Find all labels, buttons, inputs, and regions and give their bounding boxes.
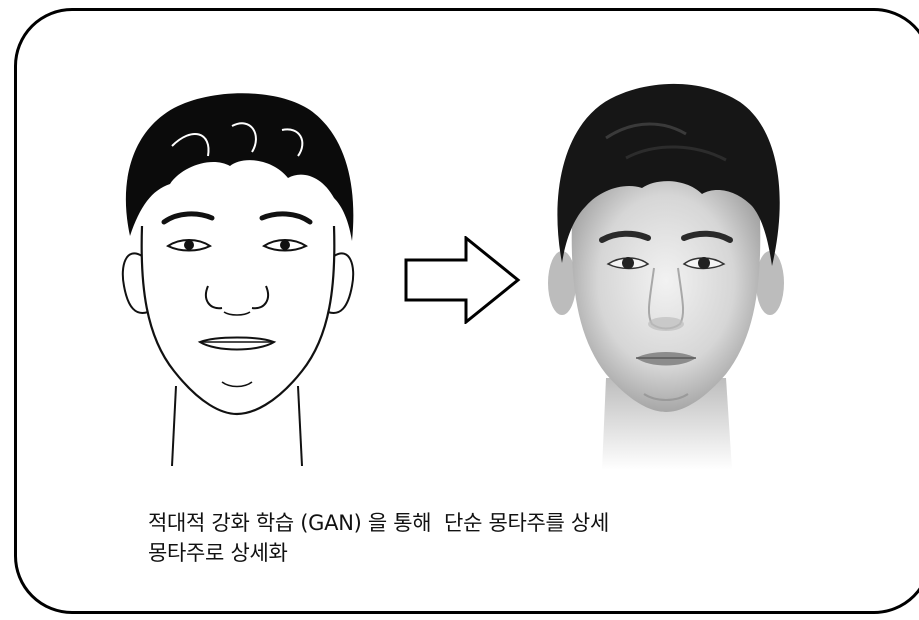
sketch-face-icon: [121, 93, 355, 467]
caption: 적대적 강화 학습 (GAN) 을 통해 단순 몽타주를 상세 몽타주로 상세화: [148, 508, 848, 568]
arrow-right-icon: [404, 236, 521, 324]
realistic-face-icon: [548, 83, 784, 470]
caption-line-1: 적대적 강화 학습 (GAN) 을 통해 단순 몽타주를 상세: [148, 511, 609, 535]
caption-line-2: 몽타주로 상세화: [148, 541, 288, 565]
